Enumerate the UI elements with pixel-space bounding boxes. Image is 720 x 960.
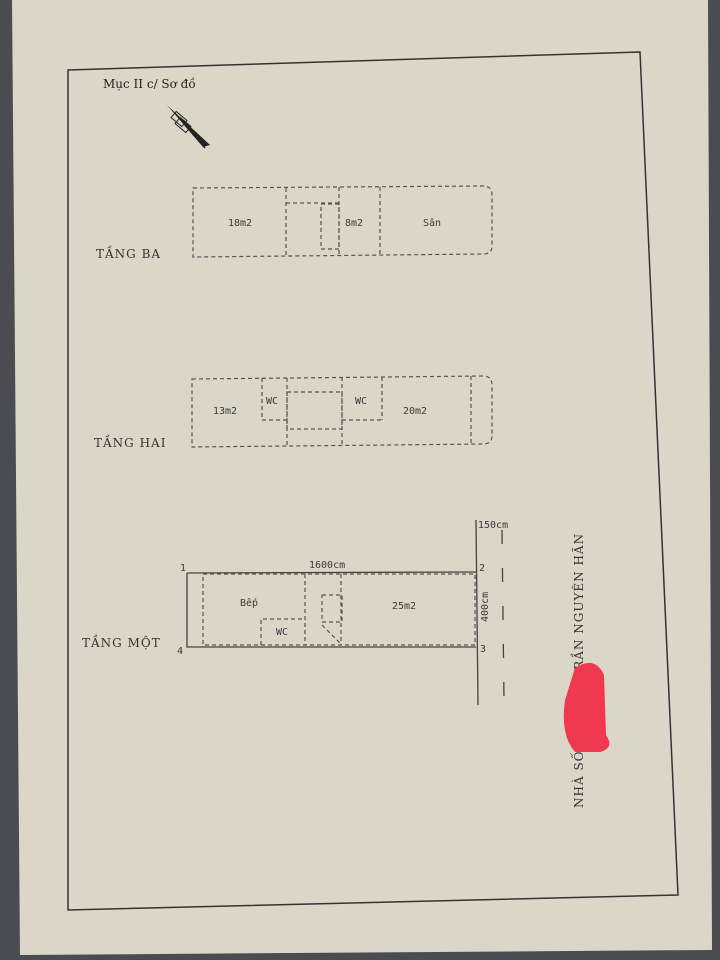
corner-label: 2 <box>479 563 485 574</box>
page-border <box>67 51 679 911</box>
section-title: Mục II c/ Sơ đồ <box>103 76 196 91</box>
dimension-length: 1600cm <box>309 560 345 571</box>
corner-label: 4 <box>177 646 183 657</box>
room-label: WC <box>276 627 288 638</box>
paper-sheet <box>12 0 712 955</box>
dimension-street: 150cm <box>478 520 508 531</box>
room-label: 25m2 <box>392 601 416 612</box>
floor-plan-third: 18m2 8m2 Sân <box>192 185 493 258</box>
floor-plan-first: 1600cm 400cm 150cm 1 2 3 4 Bếp WC 25m2 <box>177 519 508 706</box>
redaction-mark <box>563 662 610 752</box>
room-label: WC <box>266 396 278 407</box>
floor-label-third: TẦNG BA <box>96 244 161 261</box>
room-label: 13m2 <box>213 406 237 417</box>
floor-plan-second: 13m2 WC WC 20m2 <box>191 375 493 448</box>
floor-label-second: TẦNG HAI <box>94 433 166 450</box>
north-arrow-icon <box>167 105 210 149</box>
dimension-width: 400cm <box>480 592 491 622</box>
room-label: WC <box>355 396 367 407</box>
room-label: Sân <box>423 217 441 229</box>
room-label: 8m2 <box>345 218 363 229</box>
room-label: 18m2 <box>228 218 252 229</box>
room-label: Bếp <box>240 597 258 609</box>
room-label: 20m2 <box>403 406 427 417</box>
corner-label: 3 <box>480 644 486 655</box>
corner-label: 1 <box>180 563 186 574</box>
floor-label-first: TẦNG MỘT <box>82 633 161 650</box>
